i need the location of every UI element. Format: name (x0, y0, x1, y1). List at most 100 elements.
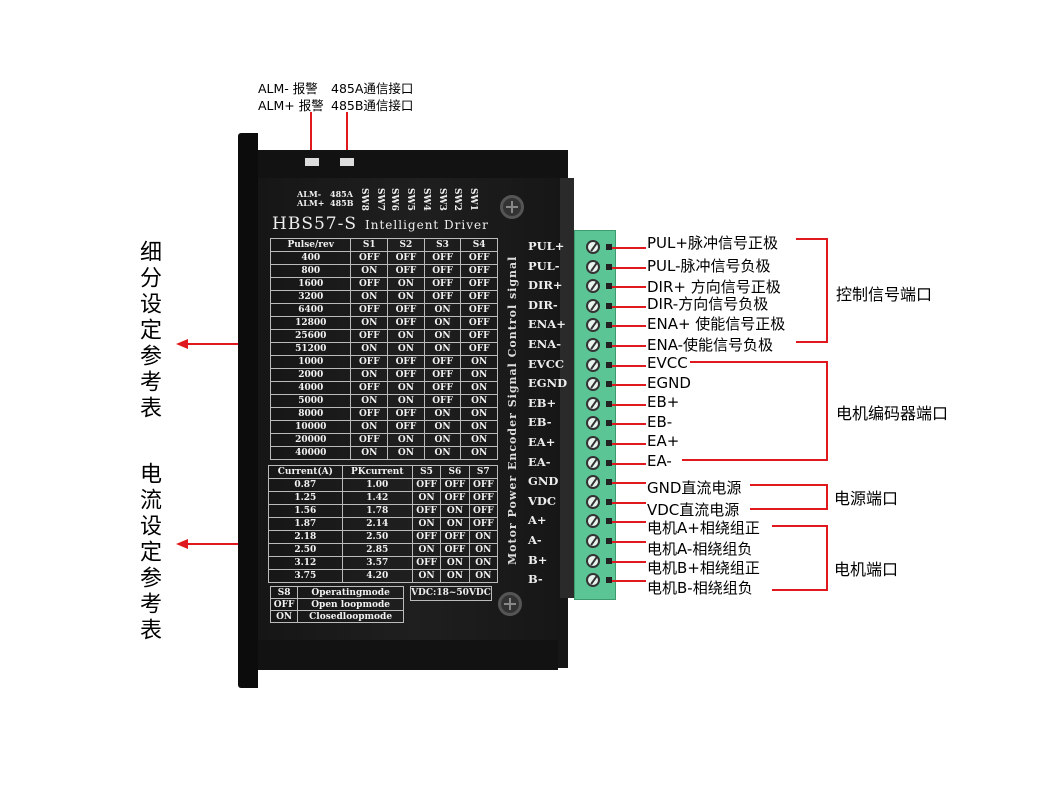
table-cell: OFF (411, 504, 442, 518)
callout-line (612, 541, 646, 543)
table-cell: ON (387, 290, 425, 304)
table-cell: 2.85 (341, 543, 413, 557)
driver-pin-label: PUL+ (528, 239, 565, 253)
terminal-screw-icon (586, 318, 600, 333)
table-cell: OFF (460, 251, 498, 265)
terminal-pin (606, 459, 612, 466)
top-pin-sw5: SW5 (405, 188, 415, 211)
table-cell: 4.20 (341, 569, 413, 583)
terminal-label: ENA-使能信号负极 (647, 336, 774, 354)
table-cell: ON (440, 517, 470, 531)
table-cell: OFF (387, 303, 425, 317)
table-cell: 1.56 (268, 504, 343, 518)
table-cell: OFF (387, 316, 425, 330)
callout-line (612, 423, 646, 426)
pcb-edge (560, 178, 574, 598)
table-cell: 2.14 (341, 517, 413, 531)
table-cell: OFF (387, 251, 425, 265)
table-cell: 800 (269, 264, 352, 278)
driver-pin-label: VDC (528, 493, 557, 508)
table-cell: OFF (423, 277, 462, 291)
table-cell: 3.57 (341, 556, 413, 570)
encoder-bracket-bottom (682, 459, 828, 461)
terminal-label: 电机A+相绕组正 (647, 519, 760, 537)
table-cell: 400 (269, 251, 352, 265)
table-cell: ON (440, 556, 470, 570)
driver-pin-label: B- (528, 572, 543, 587)
table-cell: OFF (350, 381, 389, 395)
table-cell: ON (468, 530, 499, 544)
alm-connector (305, 158, 319, 166)
table-cell: OFF (468, 517, 499, 531)
table-cell: OFF (468, 491, 499, 505)
terminal-label: ENA+ 使能信号正极 (647, 315, 786, 333)
driver-pin-label: PUL- (528, 258, 560, 273)
terminal-label: 电机B-相绕组负 (647, 579, 753, 597)
terminal-label: GND直流电源 (647, 479, 742, 497)
table-cell: 2.18 (268, 530, 343, 544)
top-pin-sw8: SW8 (359, 188, 369, 211)
table-header-cell: S5 (411, 465, 442, 479)
terminal-label: PUL-脉冲信号负极 (647, 257, 771, 275)
rs485-connector (340, 158, 354, 166)
table-cell: ON (350, 342, 389, 356)
terminal-label: 电机A-相绕组负 (647, 540, 753, 558)
table-cell: OFF (423, 381, 462, 395)
table-cell: OFF (460, 316, 498, 330)
table-cell: 1.25 (268, 491, 343, 505)
table-header-cell: S7 (468, 465, 499, 479)
terminal-label: VDC直流电源 (647, 501, 740, 519)
table-cell: OFF (440, 478, 470, 492)
table-cell: OFF (350, 329, 389, 343)
power-bracket (826, 484, 828, 510)
top-pin-sw2: SW2 (452, 188, 462, 211)
driver-pin-label: EVCC (528, 356, 564, 371)
table-cell: ON (468, 556, 499, 570)
driver-pin-label: EB- (528, 415, 552, 430)
motor-bracket (826, 525, 828, 591)
table-cell: 6400 (269, 303, 352, 317)
table-cell: ON (411, 543, 442, 557)
table-cell: OFF (423, 368, 462, 382)
driver-pin-label: EA- (528, 454, 551, 469)
table-cell: 3200 (269, 290, 352, 304)
driver-pin-label: GND (528, 474, 559, 489)
callout-line (612, 462, 646, 465)
callout-line (612, 325, 646, 328)
model-name: HBS57-S (272, 214, 357, 234)
callout-line (612, 364, 646, 367)
control-bracket (826, 238, 828, 343)
terminal-screw-icon (586, 553, 600, 568)
top-pin-485a: 485A (330, 189, 353, 199)
callout-line (612, 443, 646, 445)
table-cell: OFF (423, 290, 462, 304)
terminal-screw-icon (586, 416, 600, 431)
heatsink-left (238, 133, 258, 688)
table-cell: OFF (387, 420, 425, 434)
driver-pin-label: B+ (528, 552, 548, 567)
table-cell: ON (460, 407, 498, 421)
callout-line (612, 266, 646, 269)
table-cell: ON (387, 329, 425, 343)
table-cell: ON (387, 342, 425, 356)
rs485a-label: 485A通信接口 (331, 81, 414, 96)
table-cell: ON (423, 342, 462, 356)
heatsink-bottom (258, 640, 558, 670)
callout-line (612, 580, 646, 583)
alm-plus-label: ALM+ 报警 (258, 98, 324, 113)
rs485-callout-line (346, 112, 348, 180)
table-header-cell: S1 (350, 238, 389, 252)
terminal-screw-icon (586, 396, 600, 411)
current-arrow-head (176, 539, 188, 549)
